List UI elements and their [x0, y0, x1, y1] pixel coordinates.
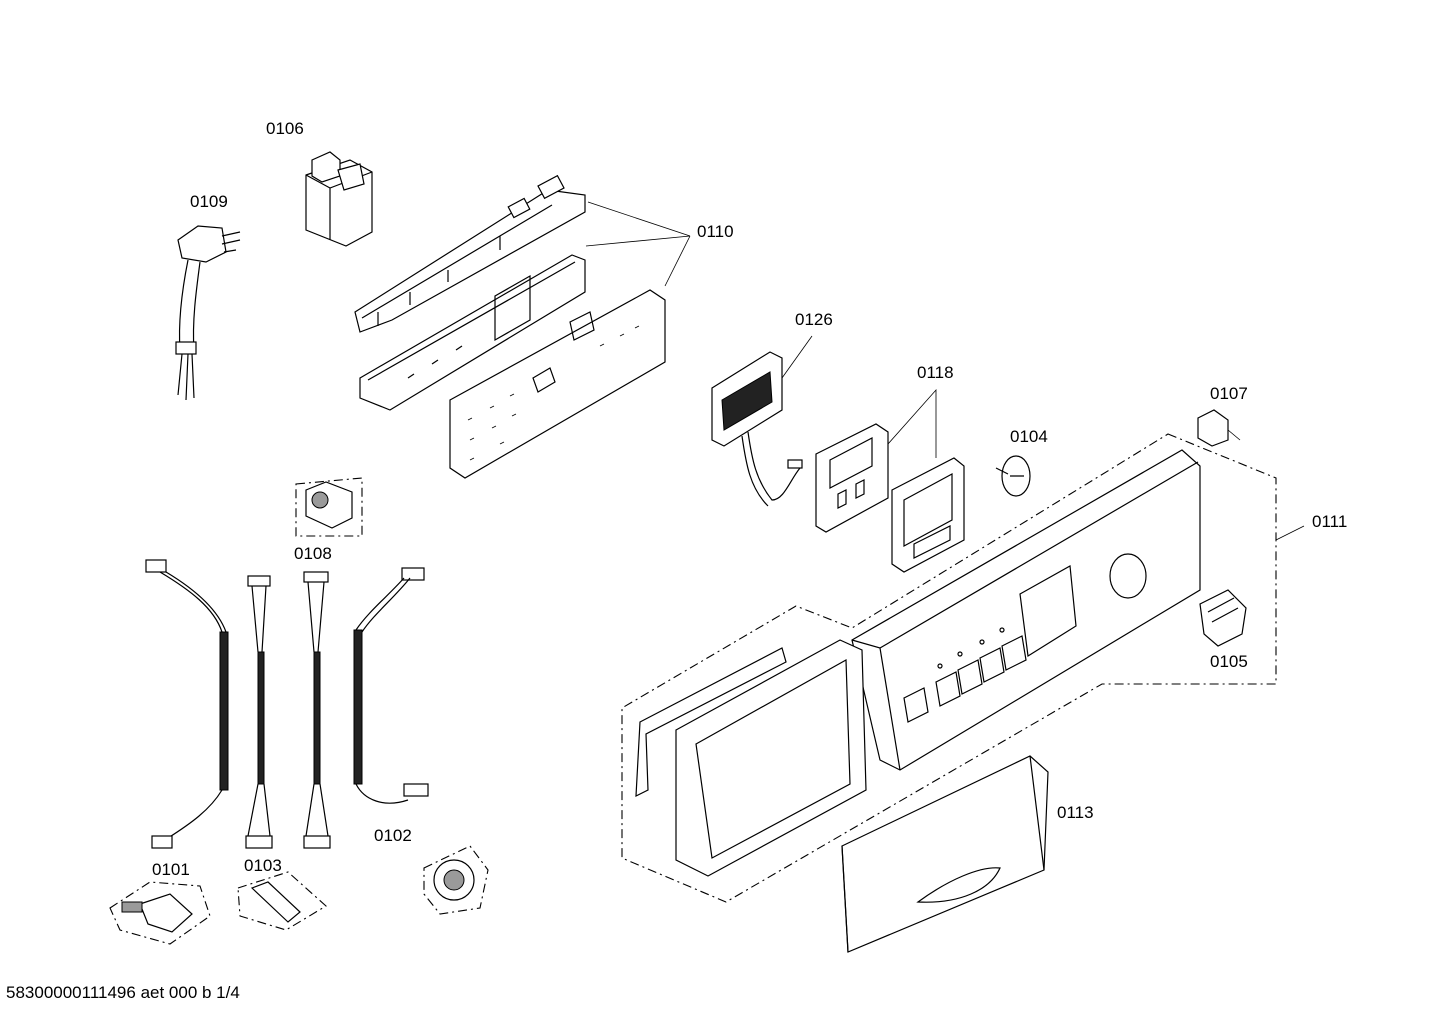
fascia-panel [851, 449, 1201, 771]
wiring-harness-0103b [303, 571, 331, 849]
display-holder-frame [815, 423, 889, 533]
label-0118: 0118 [917, 363, 954, 382]
retaining-clip [1197, 409, 1241, 447]
leader-0126 [781, 335, 813, 379]
power-cord-plug [175, 225, 241, 401]
label-0106: 0106 [266, 119, 304, 138]
label-0104: 0104 [1010, 427, 1048, 446]
leader-0110 [585, 201, 691, 287]
pressure-switch [423, 845, 489, 915]
label-0102: 0102 [374, 826, 412, 845]
selector-knob [1199, 589, 1247, 647]
label-0103: 0103 [244, 856, 282, 875]
display-module [711, 351, 803, 507]
selector-spindle [995, 455, 1031, 497]
label-0110: 0110 [697, 222, 734, 241]
label-0108: 0108 [294, 544, 332, 563]
display-window [891, 457, 965, 573]
temperature-sensor [237, 871, 327, 931]
motor-component [109, 881, 211, 945]
leader-0111 [1275, 525, 1305, 541]
interference-suppressor [305, 151, 373, 247]
label-0113: 0113 [1057, 803, 1094, 822]
wiring-harness-0101 [145, 559, 229, 849]
sensor-component [295, 477, 363, 537]
label-0109: 0109 [190, 192, 228, 211]
label-0111: 0111 [1312, 512, 1348, 531]
label-0101: 0101 [152, 860, 190, 879]
control-circuit-board [449, 289, 666, 479]
label-0126: 0126 [795, 310, 833, 329]
fascia-panel-group-outline [621, 433, 1277, 903]
drawing-reference-footer: 58300000111496 aet 000 b 1/4 [6, 983, 240, 1002]
wiring-harness-0102 [353, 567, 429, 804]
wiring-harness-0103a [245, 575, 273, 849]
label-0107: 0107 [1210, 384, 1248, 403]
module-carrier-upper [354, 174, 586, 333]
module-carrier-middle [359, 254, 586, 411]
detergent-drawer-handle [841, 755, 1049, 953]
drawer-recess-frame [635, 639, 867, 877]
label-0105: 0105 [1210, 652, 1248, 671]
leader-0118 [887, 388, 937, 458]
